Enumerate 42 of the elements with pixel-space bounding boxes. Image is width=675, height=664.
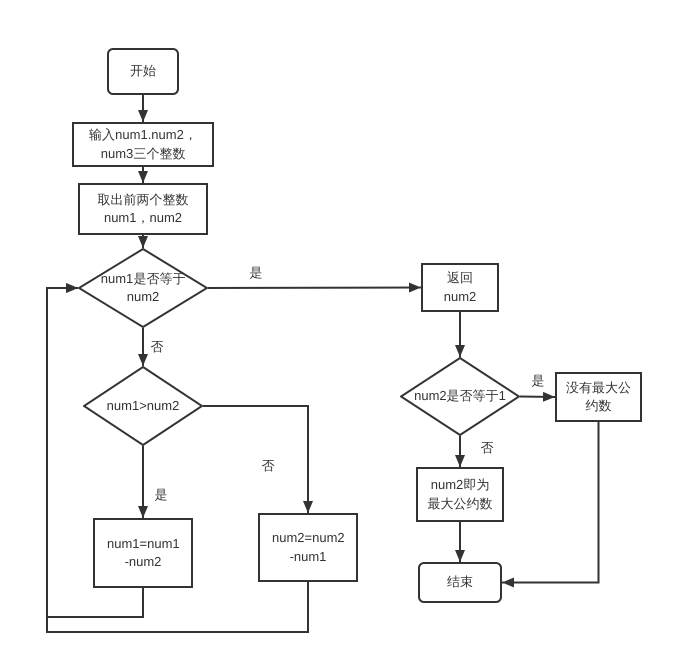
process-box xyxy=(421,263,499,312)
arrow xyxy=(203,405,313,513)
process-box xyxy=(416,467,504,522)
process-label: 返回 num2 xyxy=(442,269,478,306)
process-box xyxy=(78,183,208,235)
arrow xyxy=(455,522,465,562)
edge-label: 否 xyxy=(260,458,276,474)
arrow xyxy=(138,235,148,248)
process-label: 输入num1.num2， num3三个整数 xyxy=(88,126,198,162)
process-label: num2=num2 -num1 xyxy=(272,529,344,566)
process-box xyxy=(72,122,214,167)
process-box xyxy=(555,372,642,422)
edge-label: 是 xyxy=(154,487,168,503)
arrow xyxy=(520,392,556,402)
process-label: 取出前两个整数 num1，num2 xyxy=(96,190,190,227)
arrow xyxy=(46,283,309,633)
decision-diamond xyxy=(83,366,203,446)
arrow xyxy=(455,312,465,357)
decision-diamond xyxy=(400,357,520,436)
decision-label: num1>num2 xyxy=(106,396,180,415)
terminal-label: 开始 xyxy=(130,62,156,80)
process-box xyxy=(93,518,193,588)
arrow xyxy=(455,436,465,467)
arrow xyxy=(502,422,600,588)
arrow xyxy=(208,282,421,293)
edge-label: 否 xyxy=(150,339,164,355)
process-label: 没有最大公约数 xyxy=(565,378,632,415)
arrow xyxy=(138,446,148,518)
arrow xyxy=(138,328,148,366)
terminal-box xyxy=(107,48,179,95)
edge-label: 是 xyxy=(530,373,546,389)
arrow xyxy=(138,95,148,122)
process-label: num1=num1 -num2 xyxy=(107,534,179,571)
edge-label: 是 xyxy=(248,265,264,281)
process-label: num2即为最大公约数 xyxy=(426,476,494,512)
terminal-label: 结束 xyxy=(447,573,473,592)
decision-label: num2是否等于1 xyxy=(414,387,506,406)
terminal-box xyxy=(418,562,502,603)
decision-diamond xyxy=(78,248,208,328)
arrow xyxy=(138,167,148,183)
edge-label: 否 xyxy=(480,440,494,456)
process-box xyxy=(258,513,358,582)
